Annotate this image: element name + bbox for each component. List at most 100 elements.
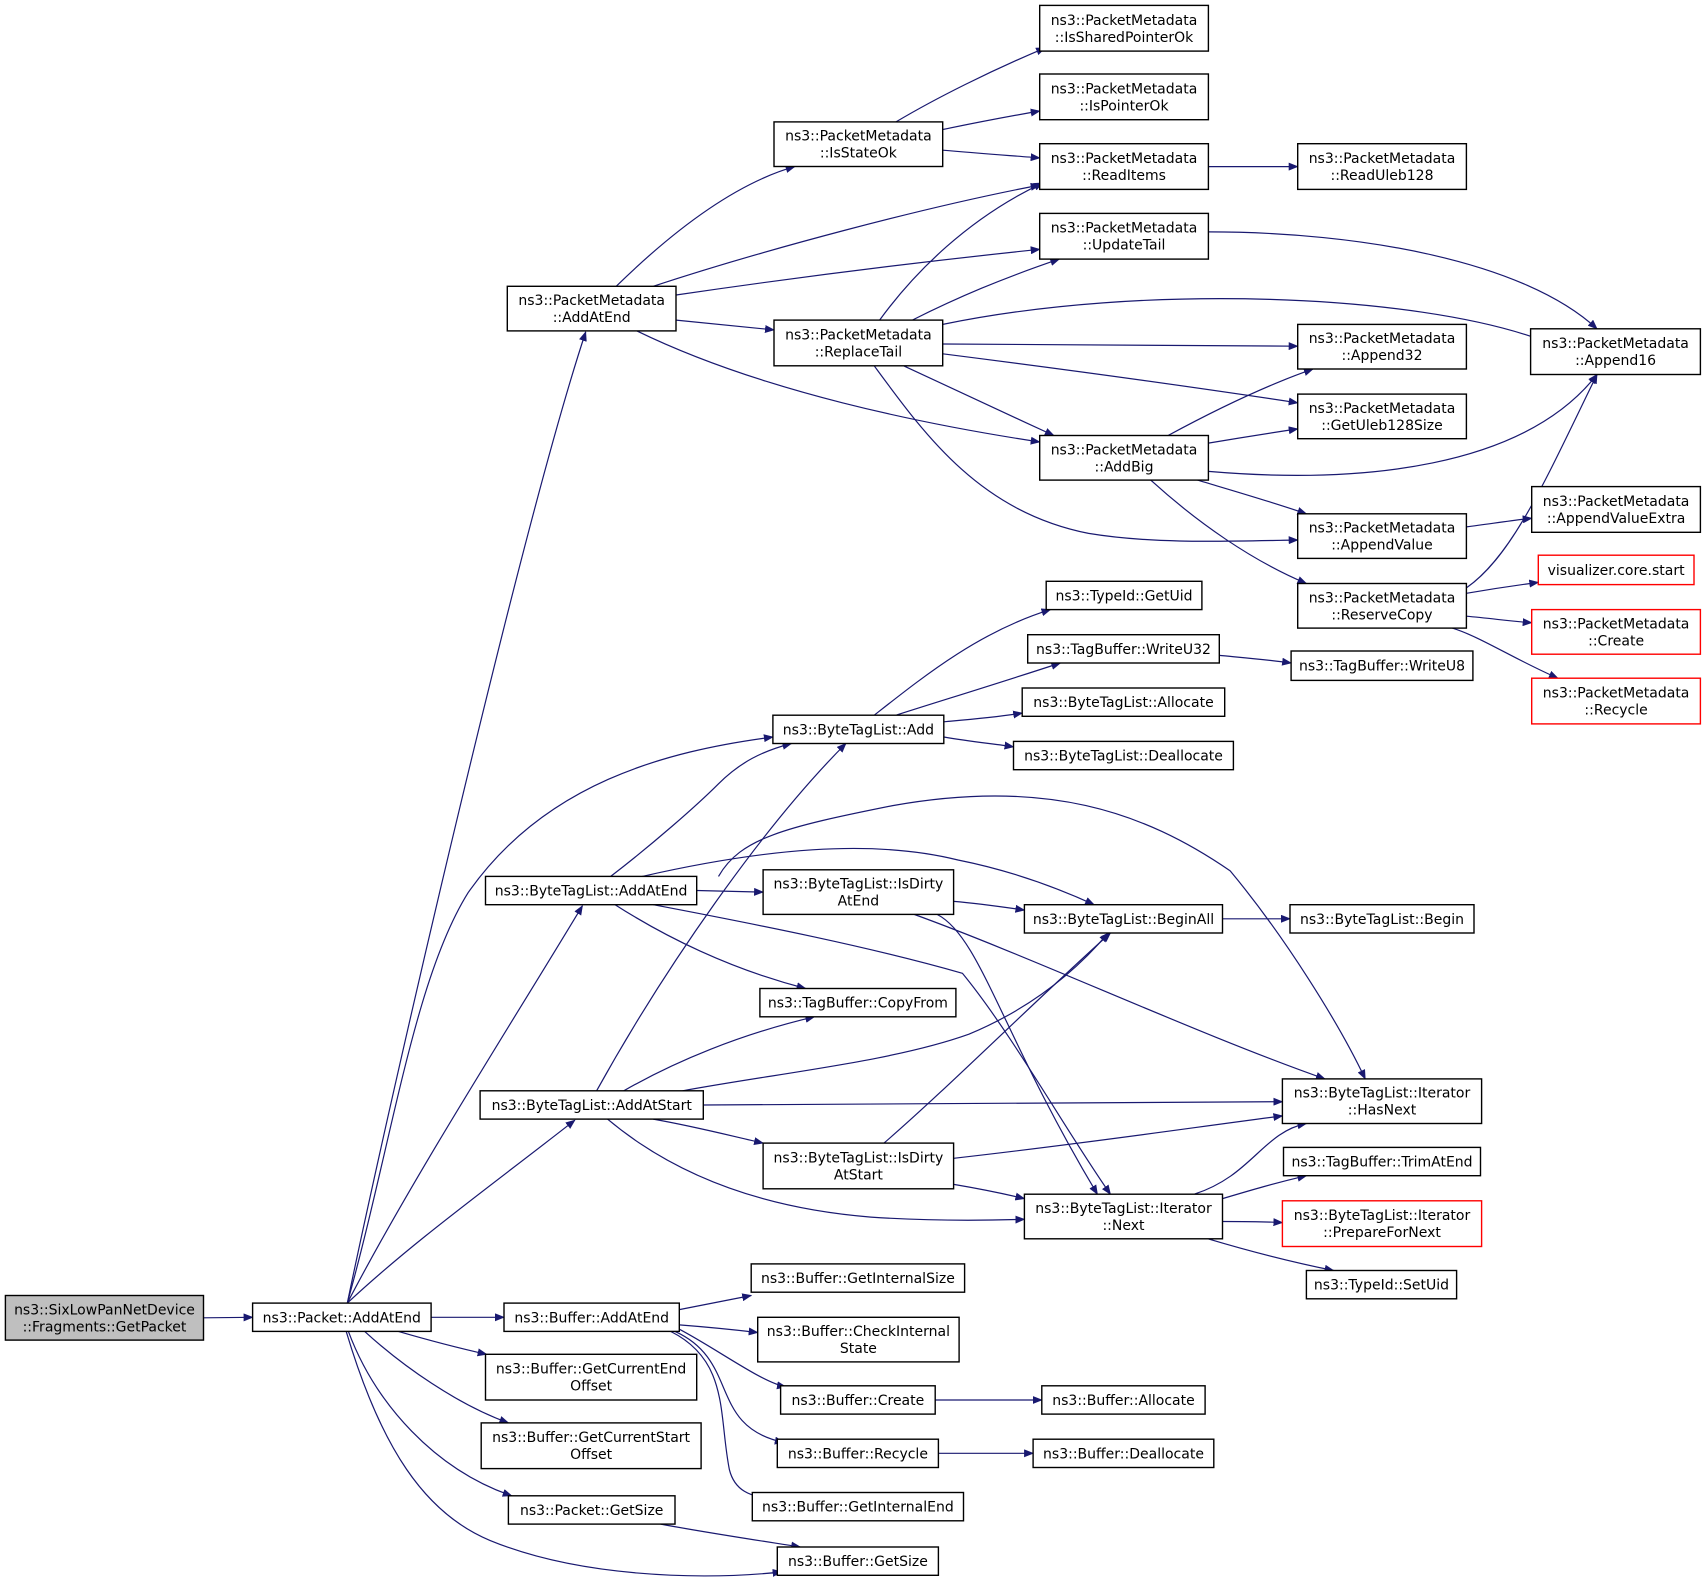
- node-tb-writeu32[interactable]: ns3::TagBuffer::WriteU32: [1026, 634, 1220, 664]
- node-pm-addatend[interactable]: ns3::PacketMetadata::AddAtEnd: [506, 285, 677, 332]
- node-label-line: ::IsPointerOk: [1079, 98, 1169, 114]
- node-btl-allocate[interactable]: ns3::ByteTagList::Allocate: [1021, 687, 1226, 717]
- node-box: [762, 869, 955, 916]
- node-label-line: ns3::PacketMetadata: [1543, 494, 1690, 510]
- node-btl-beginall[interactable]: ns3::ByteTagList::BeginAll: [1023, 904, 1224, 934]
- node-pm-recycle[interactable]: ns3::PacketMetadata::Recycle: [1530, 677, 1702, 725]
- node-buf-getinternalend[interactable]: ns3::Buffer::GetInternalEnd: [751, 1491, 965, 1522]
- node-tb-copyfrom[interactable]: ns3::TagBuffer::CopyFrom: [759, 987, 957, 1018]
- node-label-line: ::Append16: [1575, 353, 1656, 369]
- node-btl-addatstart[interactable]: ns3::ByteTagList::AddAtStart: [479, 1090, 705, 1120]
- node-label-line: ns3::Packet::GetSize: [520, 1503, 663, 1519]
- node-pm-appendvalueextra[interactable]: ns3::PacketMetadata::AppendValueExtra: [1530, 485, 1702, 534]
- node-box: [484, 875, 698, 906]
- node-pm-append16[interactable]: ns3::PacketMetadata::Append16: [1529, 328, 1702, 376]
- edge-buf-addatend-to-buf-getinternalsize: [679, 1293, 753, 1311]
- node-root[interactable]: ns3::SixLowPanNetDevice::Fragments::GetP…: [4, 1294, 205, 1341]
- node-label-line: ns3::Packet::AddAtEnd: [263, 1310, 421, 1326]
- edge-pm-isstateok-to-pm-issharedpointerok: [895, 47, 1047, 123]
- node-btl-begin[interactable]: ns3::ByteTagList::Begin: [1289, 904, 1475, 934]
- node-typeid-setuid[interactable]: ns3::TypeId::SetUid: [1305, 1269, 1458, 1300]
- node-label-line: ::PrepareForNext: [1323, 1225, 1441, 1241]
- node-pm-addbig[interactable]: ns3::PacketMetadata::AddBig: [1038, 434, 1210, 481]
- node-box: [484, 1353, 698, 1401]
- node-label-line: ns3::ByteTagList::Iterator: [1294, 1208, 1471, 1224]
- node-label-line: ::ReplaceTail: [815, 344, 902, 360]
- node-label-line: ::ReserveCopy: [1331, 607, 1432, 623]
- node-label-line: ::ReadItems: [1082, 168, 1166, 184]
- node-box: [1529, 328, 1702, 376]
- node-label-line: ns3::TagBuffer::CopyFrom: [768, 996, 948, 1012]
- node-btl-addatend[interactable]: ns3::ByteTagList::AddAtEnd: [484, 875, 698, 906]
- node-label-line: ::Recycle: [1584, 703, 1647, 719]
- edge-pm-addatend-to-pm-updatetail: [676, 246, 1041, 296]
- node-label-line: ns3::PacketMetadata: [1309, 590, 1456, 606]
- node-label-line: ns3::TagBuffer::TrimAtEnd: [1291, 1155, 1472, 1171]
- node-box: [1296, 142, 1468, 191]
- node-label-line: ns3::PacketMetadata: [1543, 686, 1690, 702]
- node-label-line: ns3::ByteTagList::IsDirty: [774, 877, 944, 893]
- node-label-line: ns3::ByteTagList::AddAtEnd: [495, 884, 688, 900]
- node-buf-create[interactable]: ns3::Buffer::Create: [779, 1385, 936, 1415]
- node-pm-getuleb128size[interactable]: ns3::PacketMetadata::GetUleb128Size: [1296, 393, 1468, 440]
- node-tb-trimatend[interactable]: ns3::TagBuffer::TrimAtEnd: [1282, 1146, 1482, 1177]
- edge-pm-isstateok-to-pm-readitems: [942, 149, 1041, 162]
- node-box: [1289, 904, 1475, 934]
- node-box: [1038, 4, 1210, 52]
- edge-btl-isdirtyatend-to-btl-it-next: [937, 913, 1098, 1196]
- node-btl-it-next[interactable]: ns3::ByteTagList::Iterator::Next: [1023, 1193, 1224, 1240]
- node-viz-start[interactable]: visualizer.core.start: [1537, 554, 1695, 586]
- node-pm-replacetail[interactable]: ns3::PacketMetadata::ReplaceTail: [773, 319, 944, 367]
- node-label-line: ns3::ByteTagList::Add: [783, 722, 934, 738]
- node-btl-it-hasnext[interactable]: ns3::ByteTagList::Iterator::HasNext: [1281, 1078, 1483, 1125]
- node-typeid-getuid[interactable]: ns3::TypeId::GetUid: [1045, 580, 1203, 611]
- node-buf-allocate[interactable]: ns3::Buffer::Allocate: [1041, 1385, 1206, 1415]
- node-label-line: ::Fragments::GetPacket: [23, 1319, 187, 1335]
- edge-pm-addbig-to-pm-append32: [1167, 368, 1314, 437]
- node-pm-appendvalue[interactable]: ns3::PacketMetadata::AppendValue: [1296, 513, 1468, 560]
- node-pm-updatetail[interactable]: ns3::PacketMetadata::UpdateTail: [1038, 212, 1210, 260]
- node-buf-getsize[interactable]: ns3::Buffer::GetSize: [776, 1546, 940, 1576]
- node-pm-reservecopy[interactable]: ns3::PacketMetadata::ReserveCopy: [1296, 582, 1468, 629]
- node-label-line: ns3::SixLowPanNetDevice: [14, 1302, 195, 1318]
- edge-pm-addbig-to-pm-getuleb128size: [1208, 426, 1299, 444]
- node-pm-readuleb128[interactable]: ns3::PacketMetadata::ReadUleb128: [1296, 142, 1468, 191]
- node-btl-add[interactable]: ns3::ByteTagList::Add: [772, 714, 945, 745]
- node-box: [507, 1495, 676, 1525]
- node-label-line: ns3::PacketMetadata: [785, 327, 932, 343]
- node-pm-readitems[interactable]: ns3::PacketMetadata::ReadItems: [1038, 142, 1210, 191]
- node-box: [1281, 1078, 1483, 1125]
- node-btl-it-preparefornext[interactable]: ns3::ByteTagList::Iterator::PrepareForNe…: [1281, 1200, 1483, 1248]
- node-pm-ispointerok[interactable]: ns3::PacketMetadata::IsPointerOk: [1038, 73, 1210, 121]
- edge-packet-addatend-to-packet-getsize: [347, 1331, 513, 1497]
- node-buf-addatend[interactable]: ns3::Buffer::AddAtEnd: [503, 1302, 681, 1333]
- node-pm-create[interactable]: ns3::PacketMetadata::Create: [1530, 608, 1702, 655]
- node-label-line: ns3::PacketMetadata: [1051, 221, 1198, 237]
- edge-pm-appendvalue-to-pm-appendvalueextra: [1466, 515, 1533, 528]
- node-label-line: ::AddAtEnd: [553, 310, 631, 326]
- node-btl-deallocate[interactable]: ns3::ByteTagList::Deallocate: [1012, 740, 1235, 771]
- edge-btl-isdirtyatstart-to-btl-it-hasnext: [953, 1113, 1284, 1159]
- node-box: [1026, 634, 1220, 664]
- node-pm-append32[interactable]: ns3::PacketMetadata::Append32: [1296, 323, 1468, 370]
- node-buf-getinternalsize[interactable]: ns3::Buffer::GetInternalSize: [750, 1263, 966, 1293]
- node-box: [1038, 73, 1210, 121]
- node-buf-deallocate[interactable]: ns3::Buffer::Deallocate: [1032, 1438, 1215, 1469]
- edge-buf-addatend-to-buf-checkinternalstate: [679, 1324, 759, 1336]
- node-pm-issharedpointerok[interactable]: ns3::PacketMetadata::IsSharedPointerOk: [1038, 4, 1210, 52]
- node-label-line: ns3::ByteTagList::Allocate: [1033, 695, 1213, 711]
- node-box: [1021, 687, 1226, 717]
- edge-tb-writeu32-to-tb-writeu8: [1219, 654, 1293, 666]
- node-label-line: ns3::TagBuffer::WriteU8: [1299, 659, 1465, 675]
- node-box: [251, 1302, 432, 1333]
- node-buf-recycle[interactable]: ns3::Buffer::Recycle: [776, 1438, 940, 1469]
- node-pm-isstateok[interactable]: ns3::PacketMetadata::IsStateOk: [773, 121, 944, 168]
- node-packet-addatend[interactable]: ns3::Packet::AddAtEnd: [251, 1302, 432, 1333]
- node-packet-getsize[interactable]: ns3::Packet::GetSize: [507, 1495, 676, 1525]
- node-tb-writeu8[interactable]: ns3::TagBuffer::WriteU8: [1290, 650, 1474, 682]
